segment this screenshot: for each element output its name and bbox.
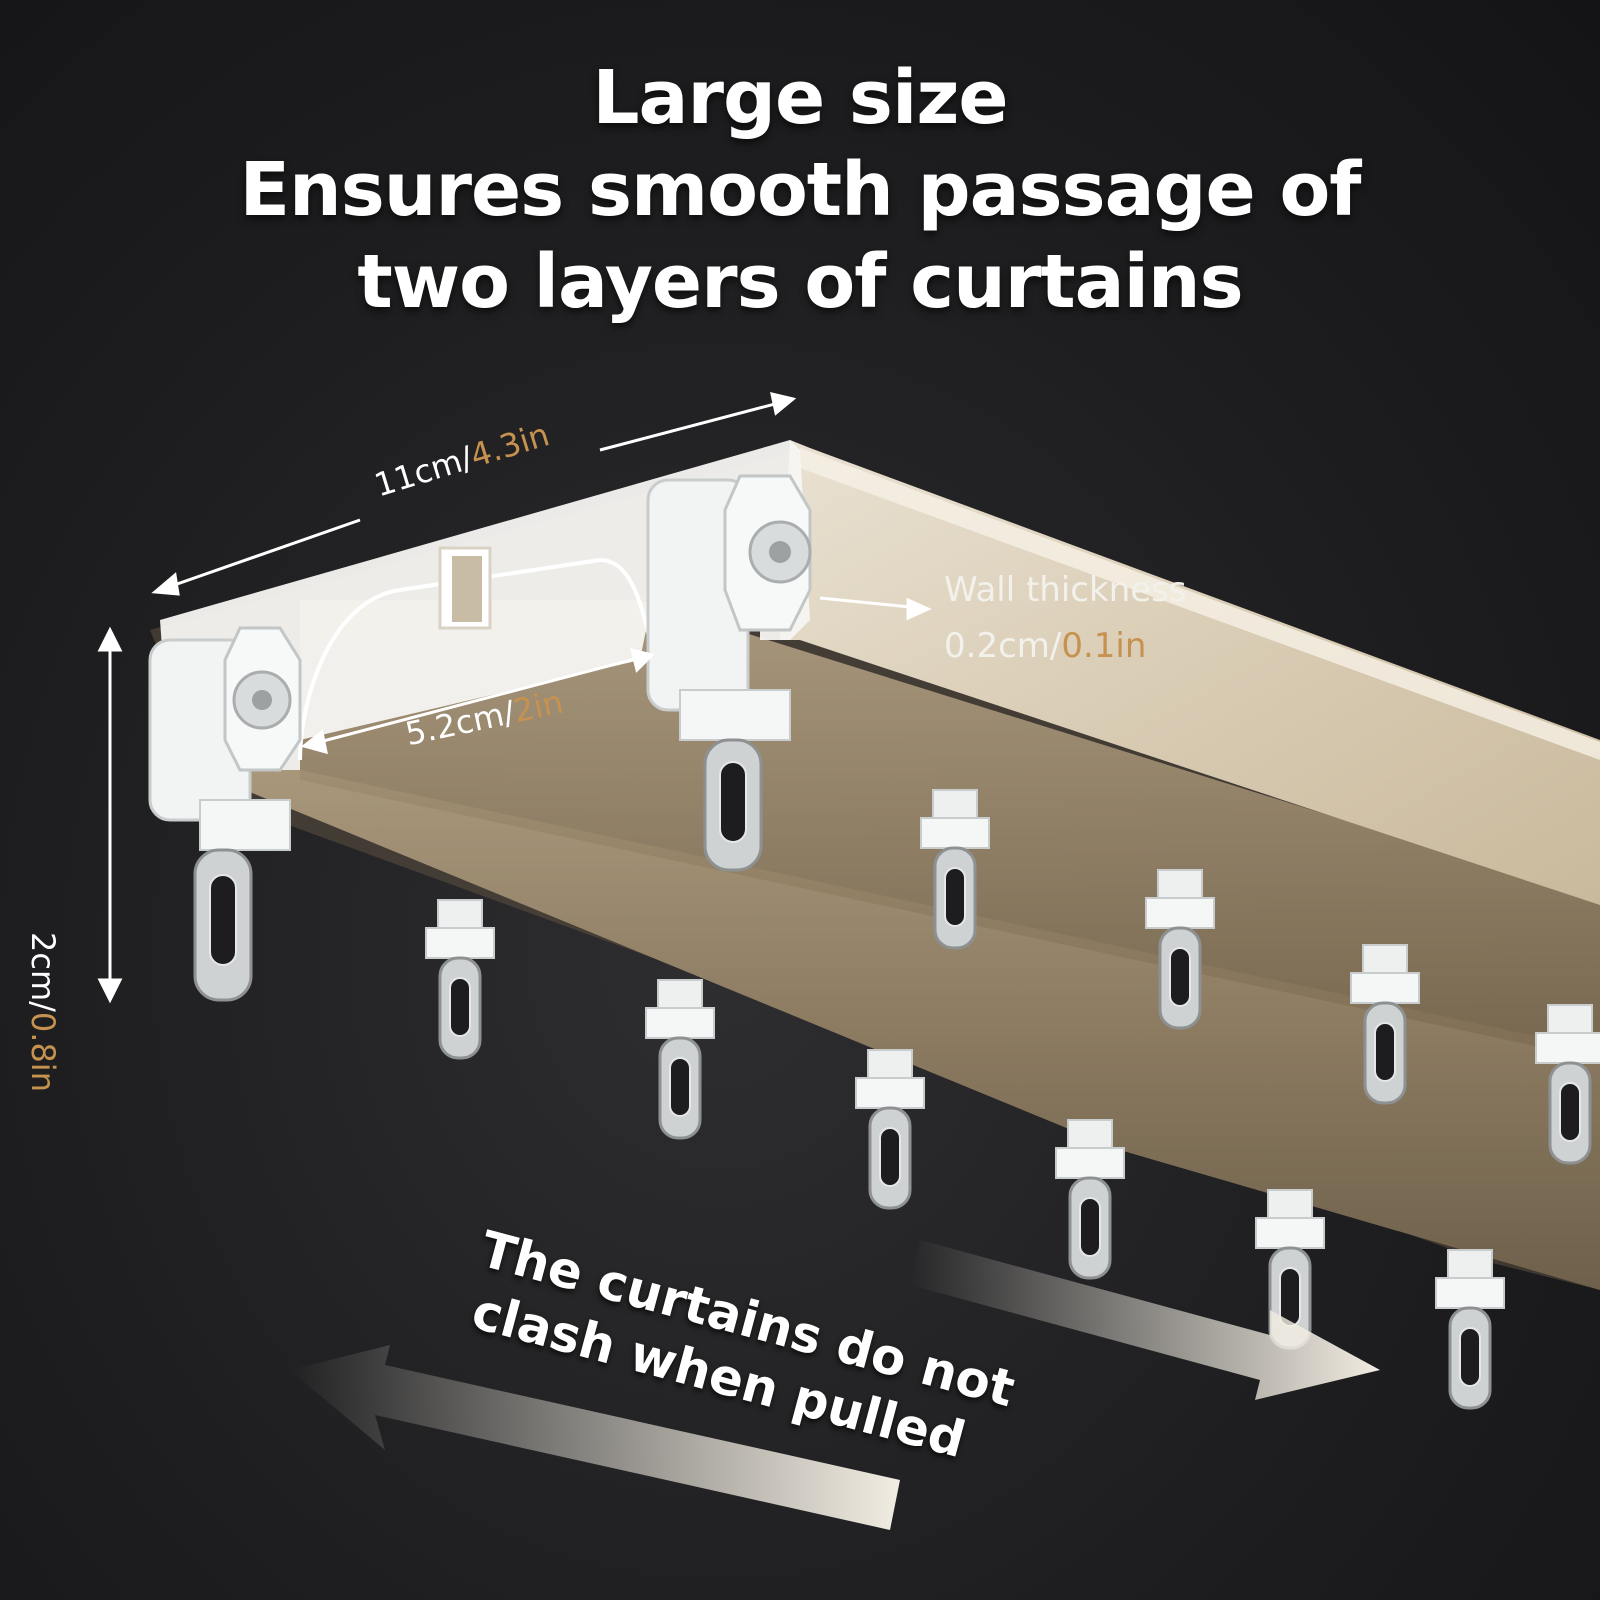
headline-line-2: Ensures smooth passage of (239, 147, 1362, 233)
headline-line-1: Large size (592, 55, 1008, 141)
wall-thickness-value: 0.2cm/0.1in (944, 618, 1187, 674)
roller-left (148, 626, 302, 1002)
headline-line-3: two layers of curtains (357, 239, 1243, 325)
height-imperial: 0.8in (24, 1011, 62, 1092)
wall-thickness-label: Wall thickness 0.2cm/0.1in (944, 562, 1187, 674)
dimension-arrows (97, 391, 932, 1004)
motion-arrows (290, 1240, 1380, 1530)
height-metric: 2cm/ (24, 932, 62, 1012)
height-dimension-label: 2cm/0.8in (24, 932, 62, 1092)
wall-metric: 0.2cm/ (944, 626, 1062, 666)
wall-imperial: 0.1in (1061, 626, 1147, 666)
headline: Large size Ensures smooth passage of two… (0, 52, 1600, 328)
roller-right (646, 474, 812, 872)
wall-thickness-title: Wall thickness (944, 570, 1187, 610)
